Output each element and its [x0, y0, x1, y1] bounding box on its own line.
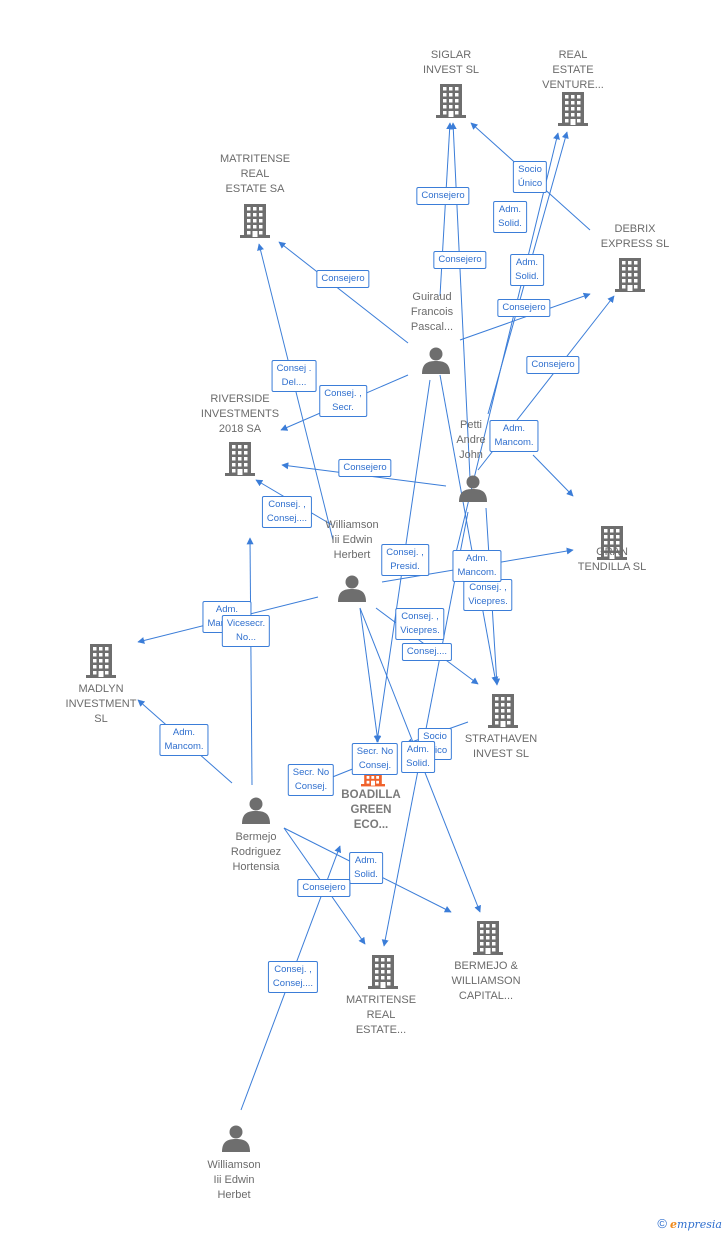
building-icon-gran[interactable]: [597, 526, 627, 560]
watermark: © empresia: [657, 1216, 722, 1231]
edge-label-petti-reev[interactable]: Adm. Solid.: [493, 201, 527, 233]
node-label-debrix[interactable]: DEBRIX EXPRESS SL: [600, 223, 670, 250]
edge-label-petti-gran[interactable]: Adm. Mancom.: [489, 420, 539, 452]
edge-label-bermejo-riverside[interactable]: Vicesecr. No...: [221, 615, 271, 647]
node-label-reev[interactable]: REAL ESTATE VENTURE...: [542, 49, 604, 91]
edge-label-williamson1-reev[interactable]: Adm. Solid.: [510, 254, 544, 286]
node-label-siglar[interactable]: SIGLAR INVEST SL: [422, 49, 480, 76]
building-icon-strathaven[interactable]: [488, 694, 518, 728]
edge-label-debrix-siglar[interactable]: Socio Único: [512, 161, 548, 193]
node-label-strathaven[interactable]: STRATHAVEN INVEST SL: [464, 733, 538, 760]
edge-guiraud-debrix: [459, 292, 591, 341]
edge-label-guiraud-siglar[interactable]: Consejero: [416, 187, 470, 205]
person-icon-bermejo[interactable]: [242, 797, 270, 825]
node-label-guiraud[interactable]: Guiraud Francois Pascal...: [410, 291, 454, 333]
building-icon-matritense2[interactable]: [368, 955, 398, 989]
edge-label-petti-strathaven[interactable]: Consej. , Vicepres.: [463, 579, 513, 611]
edge-williamson1-matritense1: [257, 243, 334, 541]
edge-bermejo-riverside: [246, 537, 254, 786]
node-label-boadilla[interactable]: BOADILLA GREEN ECO...: [341, 789, 401, 831]
person-icon-williamson1[interactable]: [338, 575, 366, 603]
edge-label-guiraud-matritense1[interactable]: Consejero: [316, 270, 370, 288]
node-label-madlyn[interactable]: MADLYN INVESTMENT SL: [65, 683, 137, 725]
edge-label-williamson1-matritense1[interactable]: Consej . Del....: [271, 360, 317, 392]
edge-guiraud-matritense1: [278, 241, 409, 344]
edge-guiraud-siglar: [439, 122, 454, 297]
building-icon-madlyn[interactable]: [86, 644, 116, 678]
building-icon-riverside[interactable]: [225, 442, 255, 476]
nodes-layer: [86, 84, 645, 1152]
edge-label-bermejo-madlyn[interactable]: Adm. Mancom.: [159, 724, 209, 756]
edge-label-williamson2-boadilla[interactable]: Consej. , Consej....: [267, 961, 319, 993]
edge-label-williamson1-gran[interactable]: Adm. Mancom.: [452, 550, 502, 582]
node-label-gran[interactable]: GRAN TENDILLA SL: [577, 546, 647, 573]
edge-label-bermejo-boadilla[interactable]: Secr. No Consej.: [287, 764, 335, 796]
brand-rest: mpresia: [677, 1218, 722, 1231]
edge-petti-siglar: [449, 122, 471, 479]
node-label-bermejo[interactable]: Bermejo Rodriguez Hortensia: [230, 831, 282, 873]
node-label-riverside[interactable]: RIVERSIDE INVESTMENTS 2018 SA: [200, 393, 280, 435]
node-label-bwcap[interactable]: BERMEJO & WILLIAMSON CAPITAL...: [451, 960, 521, 1002]
node-label-matritense1[interactable]: MATRITENSE REAL ESTATE SA: [219, 153, 291, 195]
edge-label-strathaven-boadilla[interactable]: Secr. No Consej.: [351, 743, 399, 775]
edge-label-guiraud-debrix[interactable]: Consejero: [497, 299, 551, 317]
edge-label-williamson1-strathaven[interactable]: Consej....: [401, 643, 453, 661]
node-label-williamson2[interactable]: Williamson Iii Edwin Herbet: [207, 1159, 261, 1201]
node-label-matritense2[interactable]: MATRITENSE REAL ESTATE...: [345, 994, 417, 1036]
edge-label-riverside-williamson1[interactable]: Consej. , Consej....: [261, 496, 313, 528]
building-icon-reev[interactable]: [558, 92, 588, 126]
edge-label-williamson1-boadilla[interactable]: Consej. , Vicepres.: [395, 608, 445, 640]
person-icon-guiraud[interactable]: [422, 347, 450, 375]
copyright-symbol: ©: [657, 1216, 667, 1231]
edge-label-guiraud-strathaven[interactable]: Consej. , Presid.: [381, 544, 429, 576]
edge-petti-gran: [532, 454, 574, 497]
edge-label-williamson1-bwcap[interactable]: Adm. Solid.: [401, 741, 435, 773]
building-icon-bwcap[interactable]: [473, 921, 503, 955]
node-label-williamson1[interactable]: Williamson Iii Edwin Herbert: [325, 519, 379, 561]
building-icon-siglar[interactable]: [436, 84, 466, 118]
edge-williamson1-boadilla: [359, 607, 381, 743]
brand-e: e: [670, 1218, 678, 1231]
person-icon-williamson2[interactable]: [222, 1125, 250, 1153]
edge-label-petti-riverside[interactable]: Consejero: [338, 459, 392, 477]
edge-label-petti-siglar[interactable]: Consejero: [433, 251, 487, 269]
building-icon-debrix[interactable]: [615, 258, 645, 292]
edge-guiraud-strathaven: [439, 374, 499, 684]
person-icon-petti[interactable]: [459, 475, 487, 503]
edge-label-guiraud-riverside[interactable]: Consej. , Secr.: [319, 385, 367, 417]
edge-label-petti-debrix[interactable]: Consejero: [526, 356, 580, 374]
node-label-petti[interactable]: Petti Andre John: [456, 419, 486, 461]
edge-label-bermejo-matritense2[interactable]: Adm. Solid.: [349, 852, 383, 884]
edge-label-bermejo-bwcap[interactable]: Consejero: [297, 879, 351, 897]
building-icon-matritense1[interactable]: [240, 204, 270, 238]
